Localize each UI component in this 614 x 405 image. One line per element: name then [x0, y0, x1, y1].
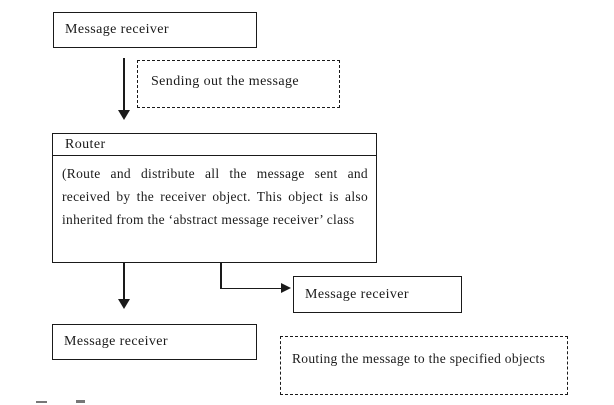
connector-top-to-router-line	[123, 58, 125, 112]
box-message-receiver-top: Message receiver	[53, 12, 257, 48]
box-router-title: Router	[53, 134, 376, 156]
note-sending-out-message: Sending out the message	[137, 60, 340, 108]
arrowhead-right-to-right-receiver-icon	[281, 283, 291, 293]
box-message-receiver-right-label: Message receiver	[305, 286, 409, 302]
connector-router-to-right-horizontal-line	[220, 287, 281, 289]
box-router: Router (Route and distribute all the mes…	[52, 133, 377, 263]
note-routing-message: Routing the message to the specified obj…	[280, 336, 568, 395]
note-routing-message-label: Routing the message to the specified obj…	[292, 351, 546, 366]
note-sending-out-message-label: Sending out the message	[151, 74, 300, 89]
connector-router-to-bottom-line	[123, 263, 125, 301]
arrowhead-down-to-bottom-receiver-icon	[118, 299, 130, 309]
arrowhead-down-to-router-icon	[118, 110, 130, 120]
box-router-description: (Route and distribute all the message se…	[62, 166, 368, 227]
box-message-receiver-bottom-label: Message receiver	[64, 334, 168, 349]
cut-off-caption-fragment	[36, 401, 47, 403]
connector-router-to-right-vertical-line	[220, 263, 222, 289]
box-message-receiver-right: Message receiver	[293, 276, 462, 313]
box-message-receiver-bottom: Message receiver	[52, 324, 257, 360]
cut-off-caption-fragment	[76, 400, 85, 403]
box-message-receiver-top-label: Message receiver	[65, 22, 169, 37]
